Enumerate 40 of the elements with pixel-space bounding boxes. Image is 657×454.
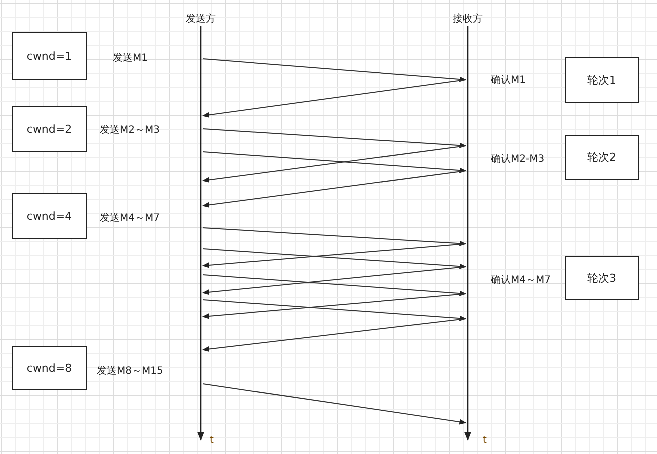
process-box (565, 57, 639, 103)
send-label: 发送M4～M7 (100, 212, 160, 225)
process-box (565, 135, 639, 180)
message-arrow (202, 266, 466, 296)
send-label: 发送M8～M15 (97, 365, 164, 378)
message-arrow (202, 318, 466, 352)
message-arrow (202, 58, 467, 82)
message-arrow (202, 300, 467, 322)
message-arrow (202, 384, 467, 425)
message-arrow (202, 228, 467, 246)
ack-label: 确认M2-M3 (491, 153, 545, 166)
ack-label: 确认M1 (491, 74, 526, 87)
process-box (565, 256, 639, 300)
box-label: cwnd=8 (26, 362, 72, 374)
ack-label: 确认M4～M7 (491, 274, 551, 287)
box-label: 轮次2 (588, 150, 616, 165)
message-arrow (202, 244, 466, 268)
message-arrow (202, 80, 466, 118)
process-box (12, 193, 87, 239)
box-label: cwnd=1 (26, 50, 72, 62)
message-arrow (202, 274, 467, 296)
time-axis-label: t (210, 435, 214, 446)
send-label: 发送M2～M3 (100, 124, 160, 137)
message-arrow (202, 146, 466, 183)
message-arrow (202, 294, 466, 320)
box-label: cwnd=2 (26, 122, 72, 136)
message-arrow (202, 152, 467, 174)
box-label: cwnd=4 (26, 210, 72, 222)
process-box (12, 32, 87, 80)
process-box (12, 106, 87, 152)
message-arrow (202, 170, 466, 208)
lifeline-heading: 接收方 (452, 12, 484, 26)
process-box (12, 346, 87, 390)
send-label: 发送M1 (113, 52, 148, 65)
message-arrow (202, 248, 467, 270)
time-axis-label: t (483, 435, 487, 446)
box-label: 轮次3 (588, 270, 616, 286)
message-arrow (202, 128, 467, 148)
box-label: 轮次1 (588, 72, 616, 88)
lifeline-heading: 发送方 (185, 12, 217, 26)
